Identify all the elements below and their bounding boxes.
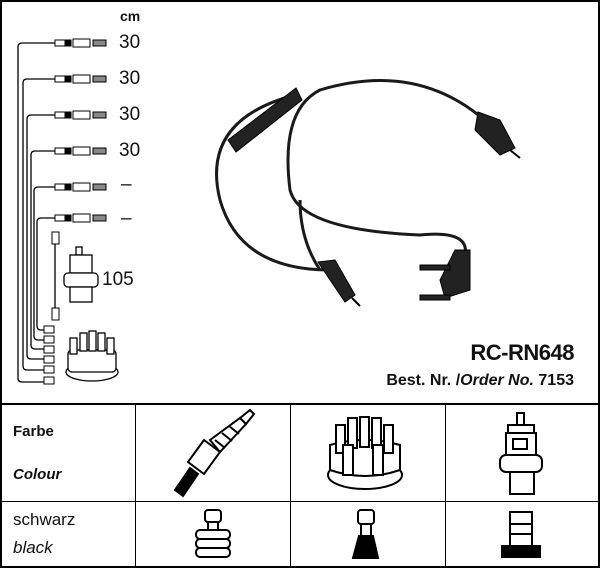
product-code: RC-RN648 (470, 340, 574, 365)
coil-length: 105 (102, 269, 134, 290)
order-number: 7153 (538, 372, 574, 389)
length-2: 30 (119, 68, 141, 89)
ignition-coil-icon (499, 412, 543, 495)
table-row-divider (0, 501, 600, 502)
spark-plug-icon (173, 408, 256, 498)
cable-boots (227, 87, 521, 307)
colour-value-en: black (13, 538, 53, 557)
order-label-de: Best. Nr. (386, 372, 452, 389)
column-divider (445, 404, 446, 566)
small-ignition-coil-icon (63, 246, 99, 303)
table-top-border (0, 403, 600, 405)
plug-connectors (43, 38, 107, 385)
column-divider (290, 404, 291, 566)
length-5: – (121, 174, 132, 195)
colour-value-de: schwarz (13, 510, 76, 529)
order-label-en: Order No. (460, 372, 534, 389)
length-4: 30 (119, 140, 141, 161)
spark-plug-boot-end-icon (195, 509, 231, 558)
order-number-line: Best. Nr. /Order No. 7153 (386, 372, 574, 390)
distributor-cap-icon (327, 416, 403, 490)
length-3: 30 (119, 104, 141, 125)
cable-routing-lines (17, 42, 56, 383)
colour-label-en: Colour (13, 466, 62, 483)
small-distributor-cap-icon (65, 330, 119, 382)
ignition-cable-drawing (215, 79, 492, 272)
distributor-boot-end-icon (351, 509, 380, 559)
length-6: – (121, 208, 132, 229)
coil-boot-end-icon (501, 511, 541, 558)
colour-label-de: Farbe (13, 423, 54, 440)
column-divider (135, 404, 136, 566)
order-separator: / (455, 372, 461, 389)
length-1: 30 (119, 32, 141, 53)
unit-label: cm (120, 8, 141, 24)
